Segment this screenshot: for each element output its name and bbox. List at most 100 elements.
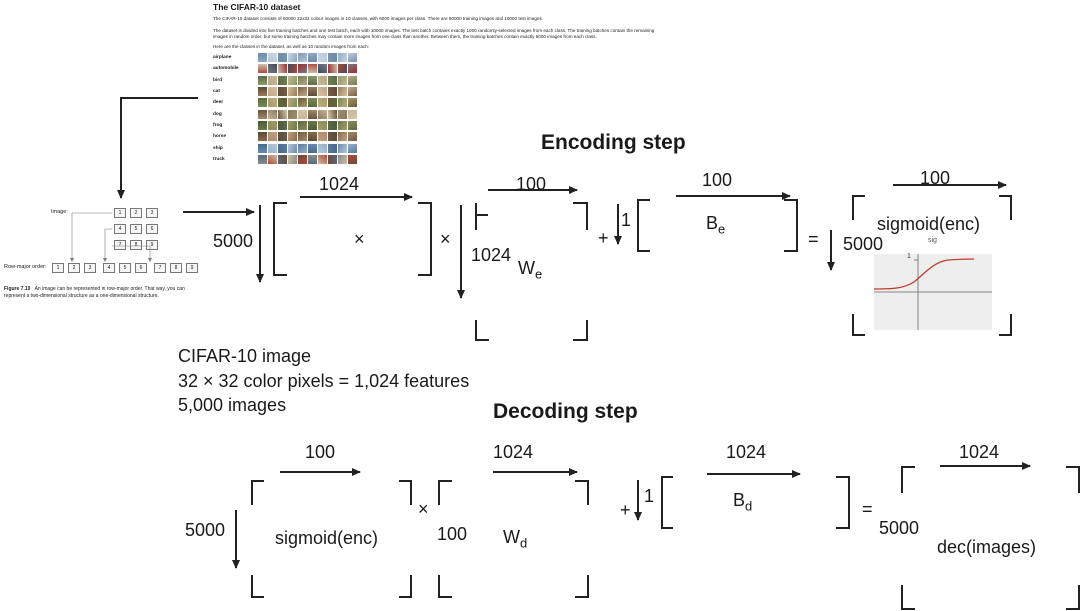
bd-bracket-right [836,476,850,529]
cifar-thumbnail [258,53,267,63]
cifar-thumbnail [308,143,317,153]
enc-input-cols: 1024 [319,174,360,194]
image-grid-cell: 8 [130,240,142,250]
cifar-thumbnail [298,53,307,63]
desc-line-3: 5,000 images [178,395,287,415]
caption-figure-number: Figure 7.10 [4,286,31,292]
cifar-thumbnail [318,154,327,164]
cifar-class-name: bird [213,77,223,83]
cifar-class-row: automobile [213,63,357,74]
cifar-class-row: dog [213,108,357,119]
row-major-cell: 4 [103,263,115,273]
cifar-thumbnail [338,87,347,97]
cifar-thumbnail [288,120,297,130]
cifar-thumbnail [268,143,277,153]
cifar-panel-para3: Here are the classes in the dataset, as … [213,44,370,49]
cifar-thumbnail [318,132,327,142]
cifar-class-name: deer [213,100,224,106]
cifar-thumbnail [328,64,337,74]
cifar-thumbnail [338,143,347,153]
cifar-thumbnail [338,132,347,142]
cifar-class-name: airplane [213,55,232,61]
sigmoid-tick-one: 1 [907,253,911,260]
we-rows: 1024 [471,245,512,265]
we-top-right [573,202,588,230]
enc-input-bracket-left [273,202,287,276]
cifar-thumbnail [348,143,357,153]
cifar-thumbnail [268,109,277,119]
cifar-thumbnail [278,87,287,97]
dec-in-label: sigmoid(enc) [275,528,379,548]
cifar-thumbnail [328,87,337,97]
cifar-thumbnail [298,132,307,142]
cifar-thumbnail [278,53,287,63]
cifar-thumbnail [328,132,337,142]
dec-in-bottom-right [399,575,412,598]
enc-out-label: sigmoid(enc) [877,214,981,234]
enc-out-top-left [852,195,865,220]
sigmoid-plot-label: sig [928,237,937,244]
cifar-thumbnail [298,87,307,97]
enc-out-cols: 100 [920,168,951,188]
cifar-thumbnail [268,120,277,130]
cifar-thumbnail [288,75,297,85]
enc-input-bracket-right [418,202,432,276]
cifar-thumbnail [338,75,347,85]
cifar-thumbnail [278,154,287,164]
cifar-class-name: dog [213,111,222,117]
cifar-thumbnail [278,98,287,108]
dec-plus: + [620,500,631,520]
enc-equals: = [808,229,819,249]
we-bottom-left [475,320,489,341]
cifar10-dataset-panel: The CIFAR-10 dataset The CIFAR-10 datase… [210,0,670,165]
dec-times: × [418,499,429,519]
cifar-thumbnail [258,98,267,108]
bd-rows: 1 [644,486,655,506]
enc-out-top-right [999,195,1012,220]
wd-bottom-left [438,575,452,598]
we-subscript: e [535,266,543,282]
enc-times-2: × [440,229,451,249]
cifar-class-row: deer [213,97,357,108]
cifar-thumbnail [258,75,267,85]
wd-rows: 100 [437,524,468,544]
cifar-thumbnail [348,154,357,164]
cifar-thumbnail [318,53,327,63]
wd-bottom-right [575,575,589,598]
cifar-panel-title: The CIFAR-10 dataset [213,2,301,12]
enc-times-1: × [354,229,365,249]
enc-out-bottom-left [852,314,865,336]
cifar-class-row: ship [213,142,357,153]
cifar-class-row: airplane [213,52,357,63]
cifar-thumbnail [348,53,357,63]
cifar-class-name: ship [213,145,223,151]
sigmoid-plot [873,254,992,330]
cifar-thumbnail [338,98,347,108]
cifar-thumbnail [328,53,337,63]
cifar-thumbnail [278,132,287,142]
row-major-caption: Figure 7.10 An image can be represented … [4,286,204,300]
cifar-panel-para1: The CIFAR-10 dataset consists of 60000 3… [213,16,544,21]
bd-letter: B [733,490,746,510]
cifar-thumbnail [278,64,287,74]
cifar-panel-para2: The dataset is divided into five trainin… [213,28,655,39]
cifar-thumbnail [258,109,267,119]
cifar-thumbnail [308,120,317,130]
we-top-left [475,203,488,230]
dec-out-rows: 5000 [879,518,920,538]
cifar-thumbnail [328,98,337,108]
cifar-thumbnail [348,64,357,74]
cifar-thumbnail [348,75,357,85]
wd-top-left [438,480,452,505]
cifar-class-row: bird [213,75,357,86]
be-letter: B [706,213,719,233]
cifar-thumbnail [348,120,357,130]
cifar-thumbnail [328,143,337,153]
cifar-thumbnail [328,154,337,164]
cifar-thumbnail [298,120,307,130]
image-grid-cell: 6 [146,224,158,234]
cifar-thumbnail [288,143,297,153]
row-major-cell: 3 [84,263,96,273]
cifar-class-row: horse [213,131,357,142]
dec-out-bottom-right [1066,585,1080,610]
